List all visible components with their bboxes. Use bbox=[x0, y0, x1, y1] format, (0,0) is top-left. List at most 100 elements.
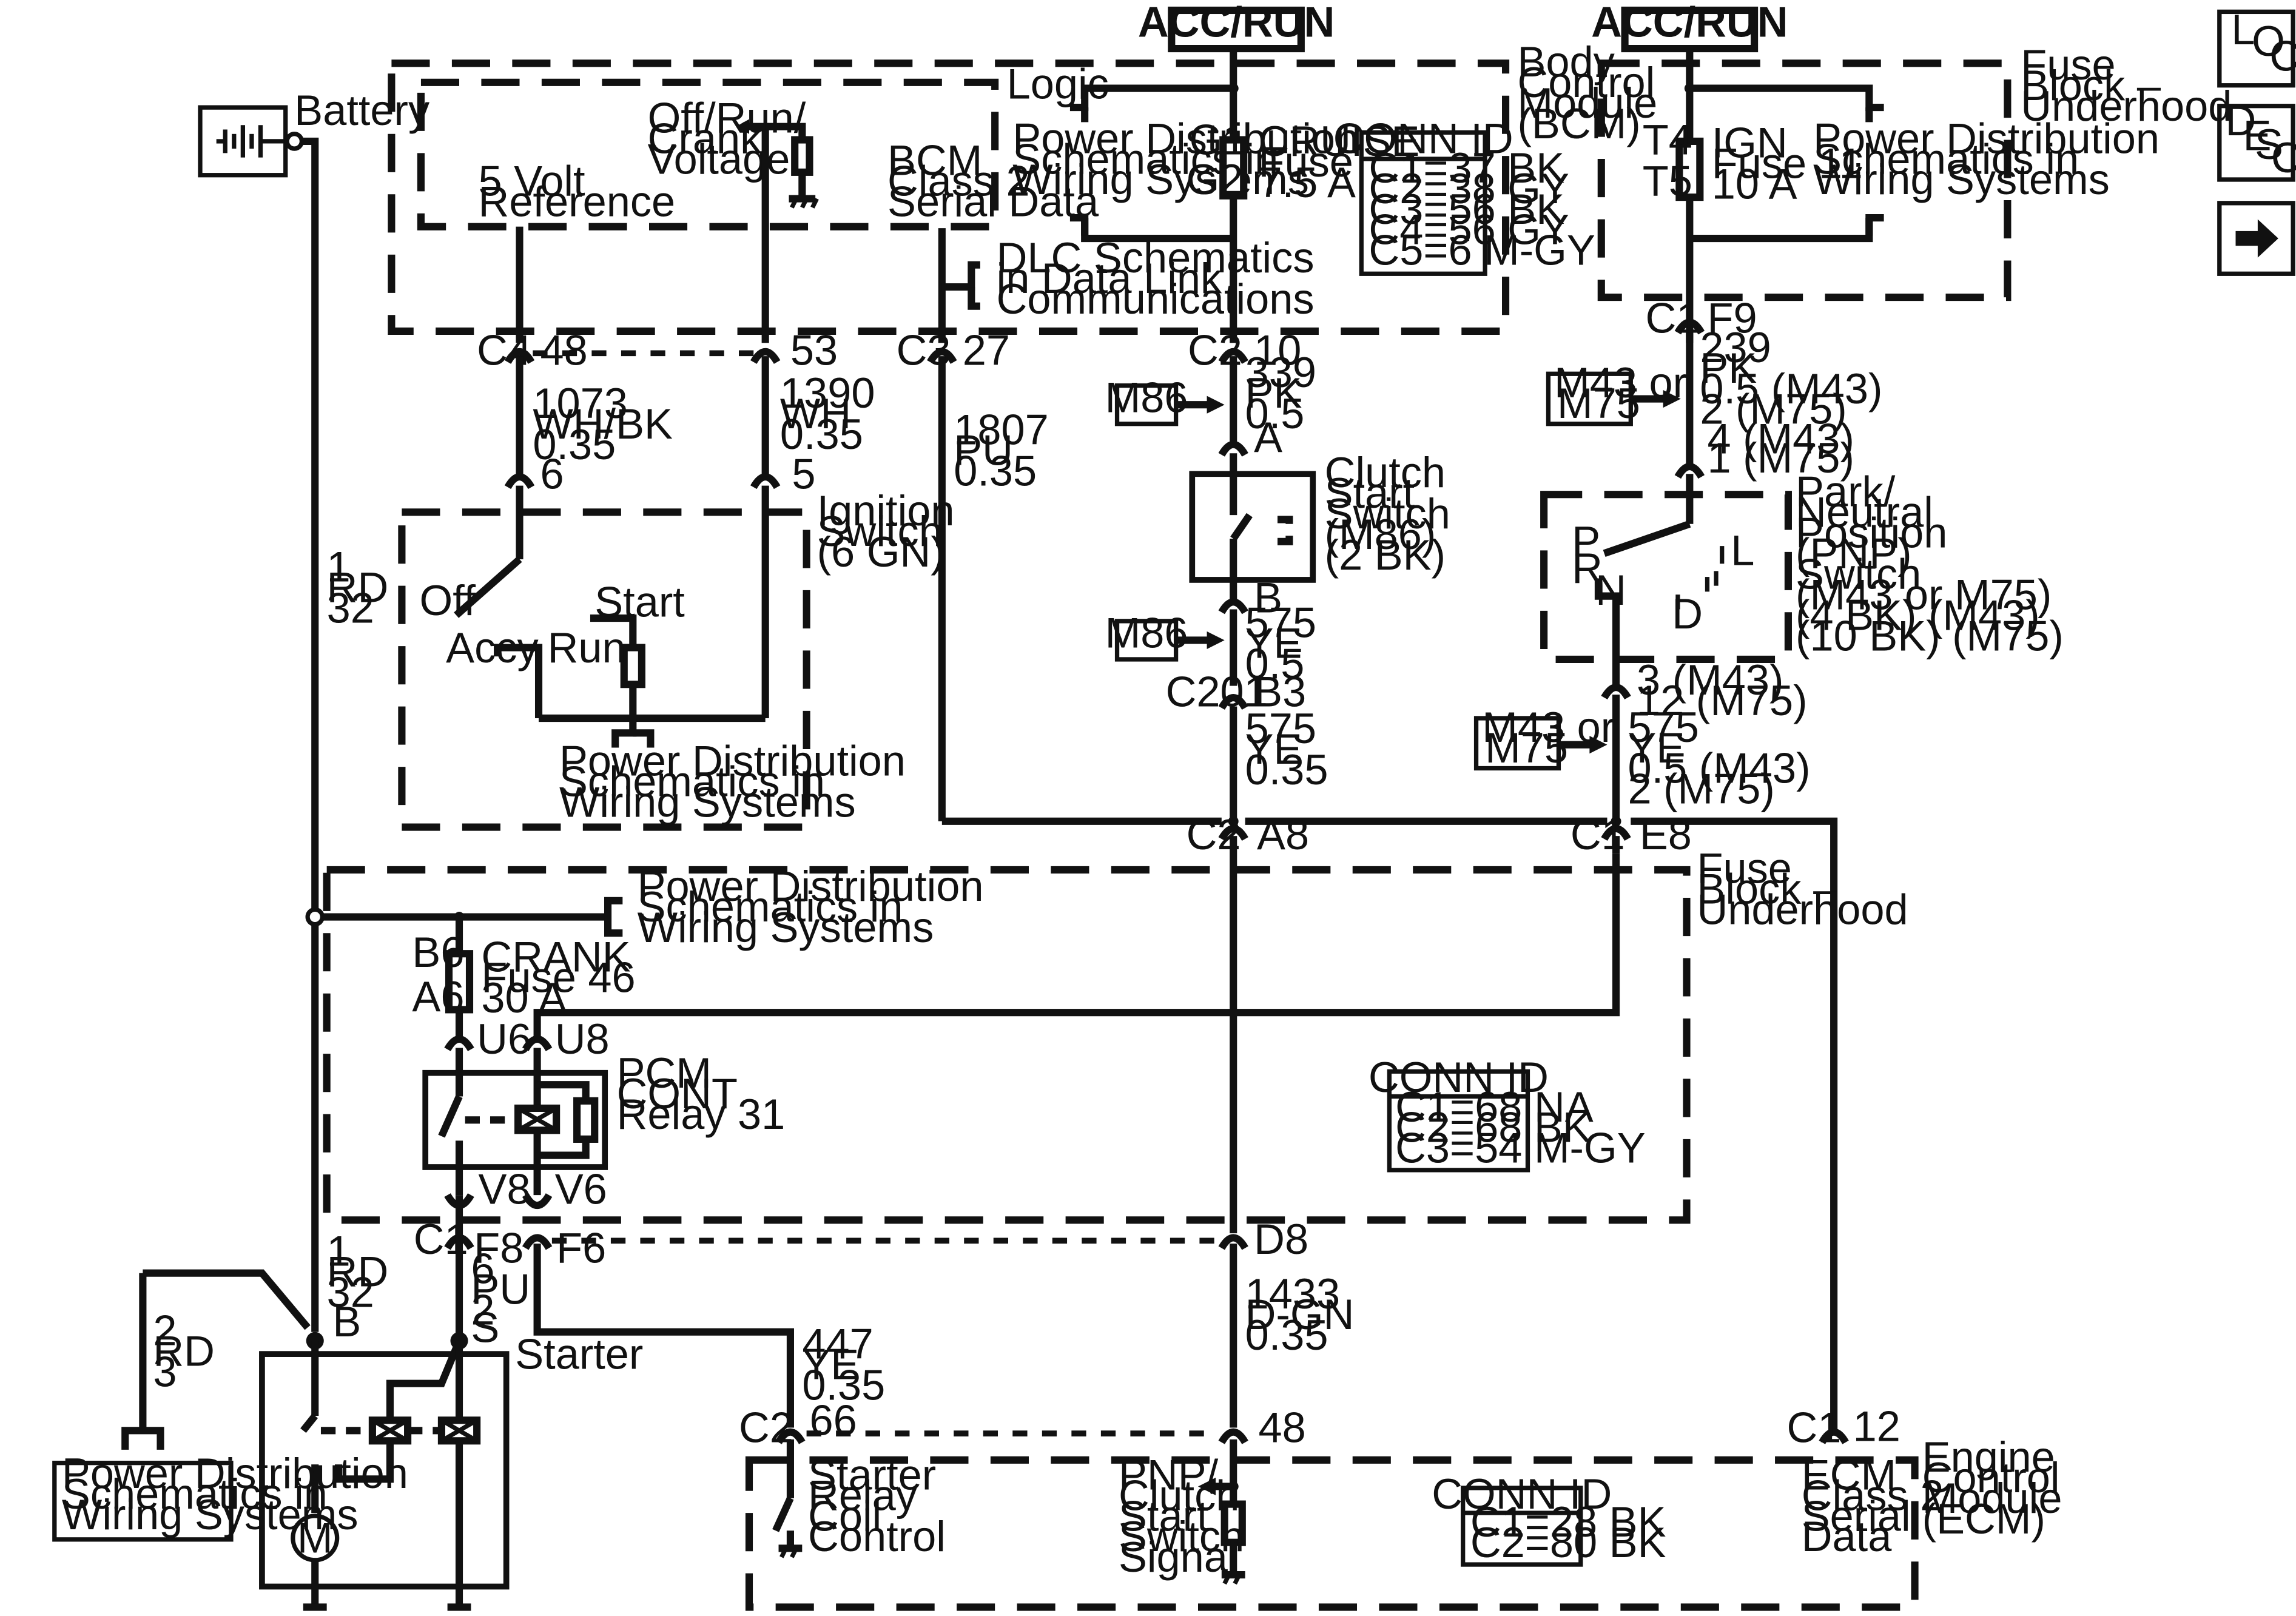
wire-575-a: 575 YE 0.5 bbox=[1245, 599, 1316, 688]
svg-text:F6: F6 bbox=[556, 1224, 606, 1272]
svg-text:PK: PK bbox=[1245, 369, 1302, 417]
right-arrow-icon bbox=[2235, 219, 2278, 258]
svg-text:Block –: Block – bbox=[1697, 865, 1837, 913]
fuse-block-underhood-top: Fuse Block – Underhood Power Distributio… bbox=[1597, 41, 2232, 343]
svg-text:Run: Run bbox=[548, 624, 626, 672]
svg-text:Class 2: Class 2 bbox=[887, 157, 1030, 205]
svg-text:2 (M75): 2 (M75) bbox=[1700, 385, 1847, 433]
svg-text:Underhood: Underhood bbox=[1697, 886, 1908, 934]
svg-text:Start: Start bbox=[1119, 1492, 1209, 1540]
ignition-switch: Ignition Switch (6 GN) Off Accy Run Star… bbox=[398, 485, 954, 831]
svg-text:L: L bbox=[2231, 5, 2255, 53]
svg-text:PCM: PCM bbox=[617, 1049, 712, 1097]
loc-button[interactable]: L O C bbox=[2217, 5, 2296, 88]
svg-text:CONT: CONT bbox=[617, 1069, 738, 1117]
wire-1-rd-top: 1 RD 32 bbox=[327, 542, 389, 631]
svg-text:Fuse 11: Fuse 11 bbox=[1712, 140, 1863, 187]
svg-text:N: N bbox=[1595, 566, 1626, 614]
svg-text:Control: Control bbox=[1922, 1453, 2060, 1501]
svg-text:B: B bbox=[332, 1298, 361, 1345]
svg-text:RD: RD bbox=[327, 563, 389, 611]
svg-text:T5: T5 bbox=[1643, 157, 1692, 205]
svg-text:YE: YE bbox=[802, 1340, 859, 1388]
svg-text:C3=54 M-GY: C3=54 M-GY bbox=[1395, 1124, 1646, 1172]
svg-text:Relay 31: Relay 31 bbox=[617, 1090, 786, 1138]
svg-text:C2=80 BK: C2=80 BK bbox=[1470, 1518, 1666, 1566]
wire-447: 447 YE 0.35 bbox=[802, 1319, 885, 1409]
next-page-button[interactable] bbox=[2217, 201, 2295, 276]
svg-text:Start: Start bbox=[594, 578, 685, 626]
m86-callout-top: M86 bbox=[1105, 373, 1225, 426]
m43-m75-callout-bottom: M43 or M75 bbox=[1473, 703, 1615, 772]
desc-button[interactable]: D E S C bbox=[2217, 96, 2296, 182]
svg-text:12: 12 bbox=[1853, 1402, 1900, 1450]
svg-text:2 (M75): 2 (M75) bbox=[1628, 765, 1774, 813]
svg-text:239: 239 bbox=[1700, 323, 1771, 371]
svg-text:0.35: 0.35 bbox=[802, 1361, 885, 1409]
svg-text:C: C bbox=[2269, 32, 2296, 79]
svg-text:Accy: Accy bbox=[446, 624, 539, 672]
svg-text:Power Distribution: Power Distribution bbox=[62, 1449, 408, 1497]
svg-text:B: B bbox=[1254, 573, 1282, 621]
svg-text:ACC/RUN: ACC/RUN bbox=[1138, 0, 1335, 46]
svg-text:6: 6 bbox=[471, 1245, 494, 1293]
svg-text:Schematics in: Schematics in bbox=[559, 758, 825, 806]
m86-callout-bottom: M86 bbox=[1105, 609, 1225, 662]
wire-2-rd: 2 RD 3 bbox=[153, 1307, 215, 1396]
svg-text:10: 10 bbox=[1254, 326, 1301, 374]
svg-text:66: 66 bbox=[809, 1396, 857, 1444]
svg-text:Off: Off bbox=[420, 576, 476, 624]
svg-text:S: S bbox=[2255, 120, 2283, 168]
svg-text:Module: Module bbox=[1922, 1474, 2062, 1522]
svg-text:(6 GN): (6 GN) bbox=[817, 528, 945, 576]
svg-text:Wiring Systems: Wiring Systems bbox=[638, 903, 934, 951]
pcm-cont-relay: PCM CONT Relay 31 bbox=[422, 1048, 786, 1196]
svg-text:U8: U8 bbox=[555, 1015, 610, 1063]
svg-text:Schematics in: Schematics in bbox=[62, 1470, 328, 1518]
svg-text:32: 32 bbox=[327, 584, 374, 631]
engine-control-module: Engine Control Module (ECM) C2 66 48 C1 … bbox=[739, 1396, 2062, 1611]
svg-text:Switch: Switch bbox=[1325, 490, 1450, 537]
svg-text:V6: V6 bbox=[555, 1165, 607, 1213]
svg-text:3: 3 bbox=[153, 1348, 177, 1396]
svg-text:1433: 1433 bbox=[1245, 1270, 1341, 1318]
svg-text:RD: RD bbox=[153, 1327, 215, 1375]
svg-text:0.35: 0.35 bbox=[533, 420, 616, 468]
svg-text:27: 27 bbox=[963, 326, 1010, 374]
svg-text:1: 1 bbox=[327, 1227, 351, 1275]
svg-text:Wiring Systems: Wiring Systems bbox=[559, 778, 856, 826]
svg-text:CONN ID: CONN ID bbox=[1369, 1053, 1549, 1101]
svg-text:Clutch: Clutch bbox=[1325, 448, 1446, 496]
svg-text:Neutral: Neutral bbox=[1796, 488, 1933, 536]
svg-text:Signal: Signal bbox=[1119, 1533, 1237, 1581]
svg-text:Block –: Block – bbox=[2021, 61, 2161, 109]
svg-text:Coil: Coil bbox=[808, 1492, 881, 1540]
svg-text:575: 575 bbox=[1245, 599, 1316, 647]
svg-text:in Data Link: in Data Link bbox=[997, 254, 1222, 302]
svg-text:A6: A6 bbox=[412, 972, 464, 1020]
wire-1433: 1433 D-GN 0.35 bbox=[1245, 1270, 1355, 1359]
svg-text:O: O bbox=[2252, 17, 2285, 65]
svg-text:Clutch: Clutch bbox=[1119, 1471, 1239, 1519]
pnp-switch: P R N D L Park/ Neutral Position (PNP) S… bbox=[1540, 468, 2064, 686]
svg-text:YE: YE bbox=[1245, 725, 1302, 773]
svg-text:1807: 1807 bbox=[954, 406, 1049, 454]
svg-text:Schematics in: Schematics in bbox=[638, 883, 903, 931]
svg-text:(ECM): (ECM) bbox=[1922, 1495, 2045, 1543]
svg-text:P: P bbox=[1572, 517, 1600, 565]
battery: Battery bbox=[198, 86, 430, 178]
wire-575-b: 575 YE 0.35 bbox=[1245, 704, 1328, 793]
svg-text:575: 575 bbox=[1628, 703, 1698, 751]
svg-text:G2: G2 bbox=[1187, 155, 1244, 203]
svg-text:Wiring Systems: Wiring Systems bbox=[1012, 155, 1309, 203]
svg-text:Switch: Switch bbox=[1119, 1512, 1244, 1560]
svg-text:PU: PU bbox=[954, 426, 1013, 474]
svg-text:1073: 1073 bbox=[533, 379, 628, 427]
svg-text:B6: B6 bbox=[412, 928, 464, 976]
acc-run-left: ACC/RUN bbox=[1138, 0, 1335, 53]
svg-text:M86: M86 bbox=[1105, 373, 1188, 421]
svg-text:F9: F9 bbox=[1707, 294, 1757, 342]
svg-text:WH/BK: WH/BK bbox=[533, 400, 673, 448]
svg-text:T4: T4 bbox=[1643, 116, 1692, 164]
svg-text:Relay: Relay bbox=[808, 1471, 918, 1519]
